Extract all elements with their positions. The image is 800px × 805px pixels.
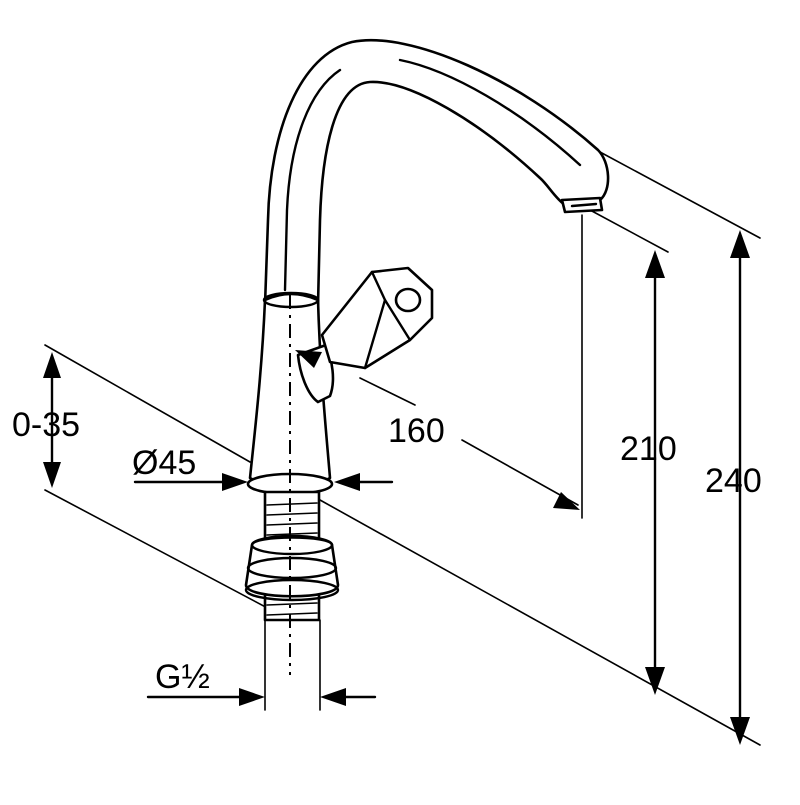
arrow-down-icon xyxy=(645,667,665,695)
dim-total-height xyxy=(730,230,750,745)
faucet-body xyxy=(244,38,610,622)
arrow-left-icon xyxy=(334,473,360,491)
spout-highlight-2 xyxy=(398,58,582,167)
spout xyxy=(263,38,610,307)
mounting-range-label: 0-35 xyxy=(12,406,80,444)
arrow-up-icon xyxy=(645,250,665,278)
spout-height-label: 210 xyxy=(620,430,677,468)
arrow-down-icon xyxy=(730,717,750,745)
spout-highlight xyxy=(283,68,342,292)
reach-extension-left xyxy=(359,377,416,406)
dim-base-diameter xyxy=(133,473,394,491)
bottom-plane-line xyxy=(44,489,276,613)
handle-facet-2 xyxy=(383,298,412,342)
total-height-label: 240 xyxy=(705,462,762,500)
outlet-detail xyxy=(570,202,598,208)
arrow-left-icon xyxy=(320,688,346,706)
dim-spout-height xyxy=(645,250,665,695)
thread-label: G½ xyxy=(155,658,210,696)
nut-mid-edge xyxy=(246,556,338,580)
nut-top-edge xyxy=(250,534,334,556)
dim-thread xyxy=(146,688,377,706)
arrow-left-icon xyxy=(295,350,322,368)
nut-bottom-edge xyxy=(244,578,340,602)
dim-mounting-range xyxy=(43,352,61,488)
base-diameter-label: Ø45 xyxy=(132,444,196,482)
arrow-right-icon xyxy=(222,473,248,491)
spout-outlet-extension xyxy=(589,209,669,253)
arrow-right-icon xyxy=(553,492,580,510)
spout-top-extension xyxy=(599,151,761,239)
top-plane-line xyxy=(44,344,251,463)
arrow-right-icon xyxy=(239,688,265,706)
arrow-up-icon xyxy=(730,230,750,258)
reach-label: 160 xyxy=(388,412,445,450)
arrow-down-icon xyxy=(43,462,61,488)
handle-cap-hole xyxy=(394,287,422,313)
extension-lines xyxy=(44,151,761,746)
mounting-nut xyxy=(244,536,340,598)
arrow-up-icon xyxy=(43,352,61,378)
dim-reach xyxy=(295,350,580,510)
deck-plane-line xyxy=(319,499,761,746)
reach-extension-right xyxy=(461,439,579,506)
